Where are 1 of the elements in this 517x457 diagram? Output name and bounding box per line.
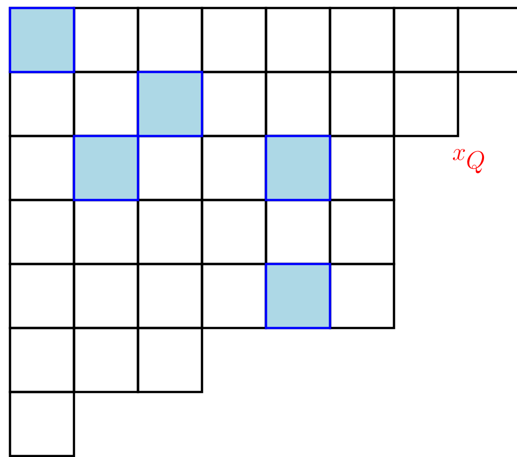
math-label: $x_Q$ xyxy=(452,149,484,174)
